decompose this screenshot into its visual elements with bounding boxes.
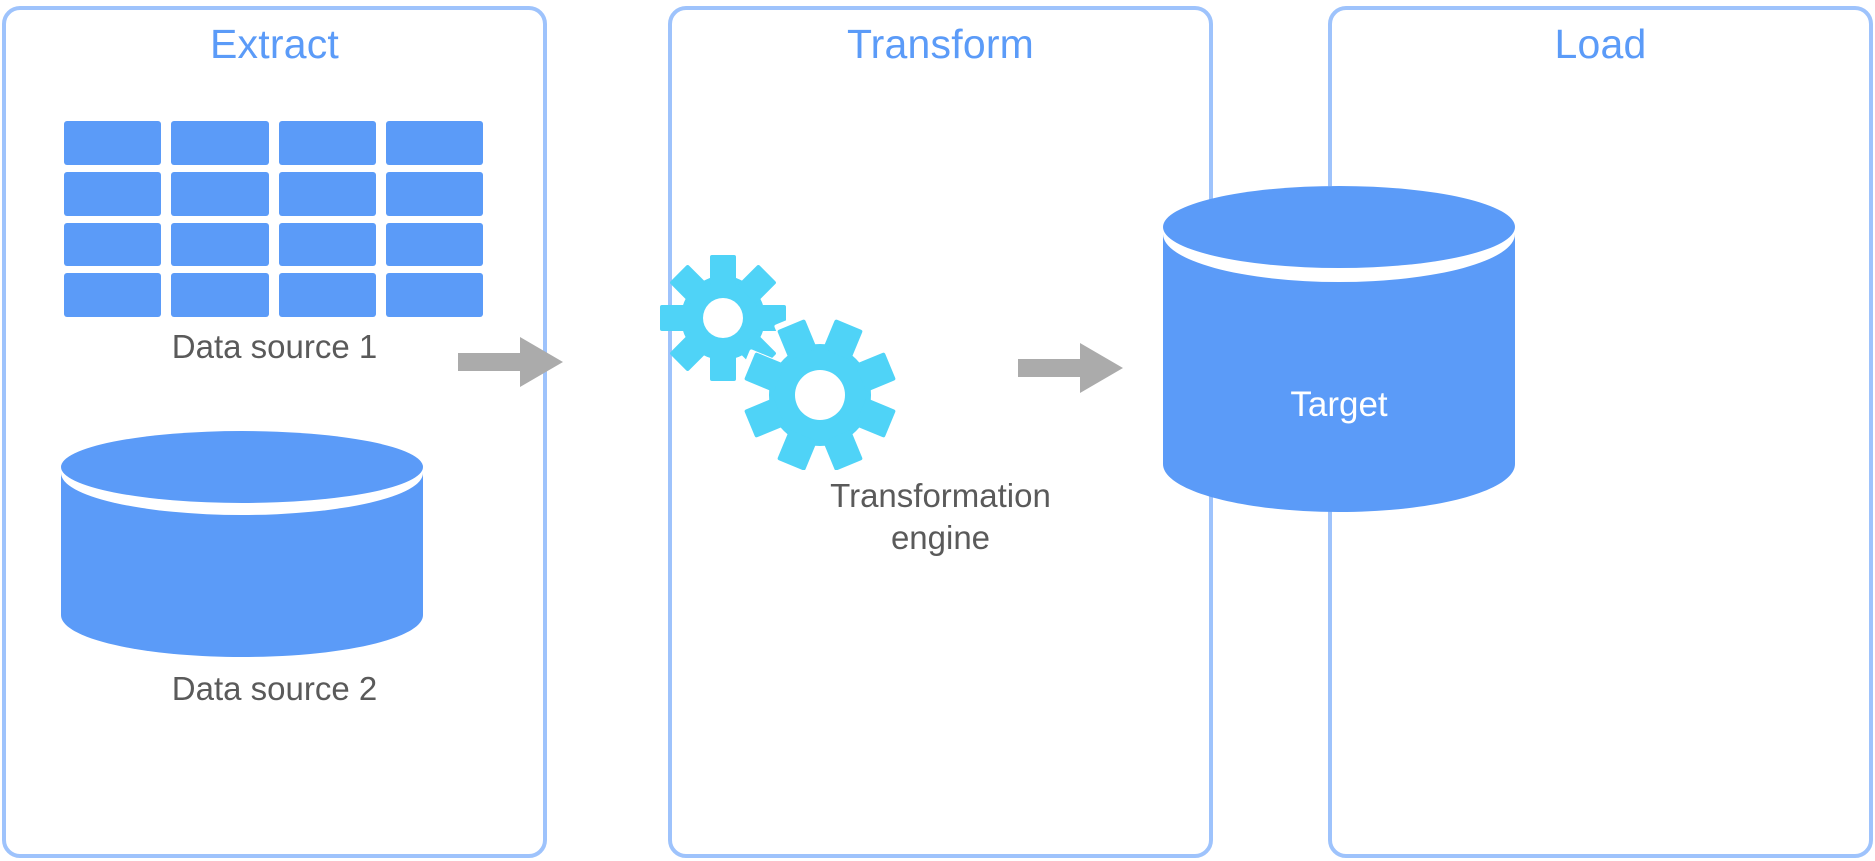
grid-cell <box>64 121 162 165</box>
engine-label-line-1: Transformation <box>830 477 1051 514</box>
grid-cell <box>385 121 483 165</box>
grid-cell <box>64 273 162 317</box>
database-cylinder-icon <box>61 431 423 657</box>
grid-cell <box>385 171 483 216</box>
data-source-1-label: Data source 1 <box>171 328 378 365</box>
right-arrow-icon <box>458 337 563 387</box>
panel-title-load: Load <box>1554 21 1647 67</box>
grid-cell <box>278 121 376 165</box>
grid-cell <box>64 222 162 267</box>
grid-cell <box>278 171 376 216</box>
grid-cell <box>171 121 269 165</box>
stage-panel-extract[interactable]: Extract Data source 1 <box>2 6 547 858</box>
panel-title-transform: Transform <box>846 21 1035 67</box>
grid-cell <box>171 171 269 216</box>
grid-cell <box>171 273 269 317</box>
transformation-engine-label: Transformation engine <box>672 475 1209 559</box>
grid-cell <box>385 273 483 317</box>
grid-cell <box>278 222 376 267</box>
grid-cell <box>385 222 483 267</box>
data-source-2-label: Data source 2 <box>171 670 378 707</box>
gears-icon <box>660 255 915 470</box>
grid-cell <box>278 273 376 317</box>
table-grid-icon <box>64 121 483 317</box>
panel-title-extract: Extract <box>210 21 339 67</box>
right-arrow-icon <box>1018 343 1123 393</box>
grid-cell <box>171 222 269 267</box>
database-cylinder-icon <box>1163 186 1515 512</box>
engine-label-line-2: engine <box>890 519 991 557</box>
grid-cell <box>64 171 162 216</box>
